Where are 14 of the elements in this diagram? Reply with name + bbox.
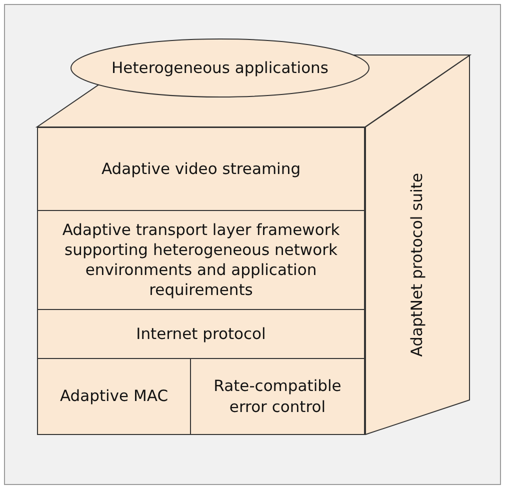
layer-label: Adaptive video streaming (101, 158, 301, 180)
cube-side-face (365, 55, 470, 435)
layer-label: Heterogeneous applications (112, 58, 328, 78)
layer-box (37, 309, 365, 359)
layer-label: AdaptNet protocol suite (407, 173, 428, 357)
layer-label: Internet protocol (136, 324, 266, 344)
layer-box (37, 358, 191, 435)
ellipse-node (70, 38, 370, 98)
layer-label: Rate-compatible error control (212, 376, 342, 417)
layer-box (37, 210, 365, 310)
layer-label: Adaptive MAC (60, 386, 168, 407)
layer-label: Adaptive transport layer framework supporting heterogeneous network environments and application requirements (61, 220, 341, 300)
layer-box (37, 127, 365, 211)
layer-box (190, 358, 365, 435)
